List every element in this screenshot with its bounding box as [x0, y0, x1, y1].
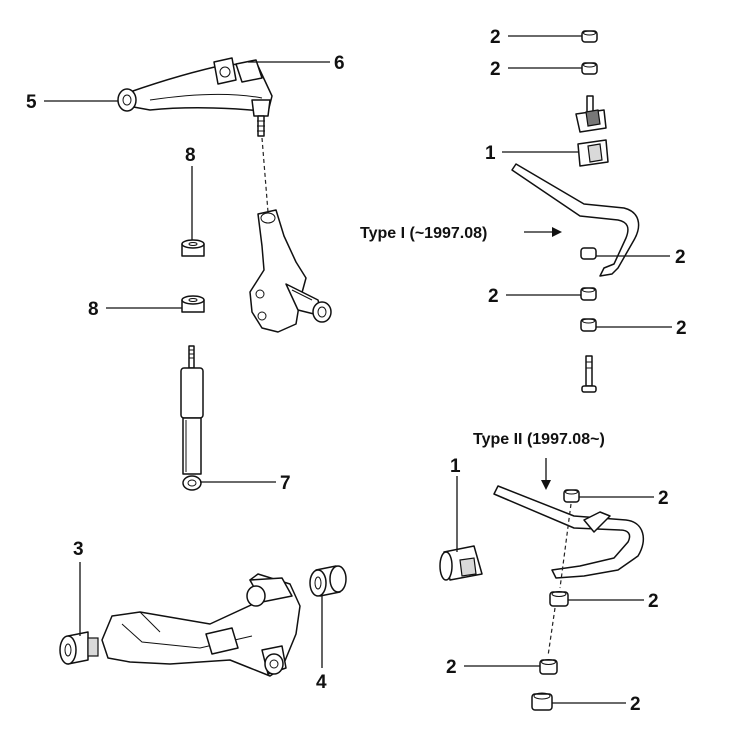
callout-t2-link-bushing-c: 2: [446, 657, 457, 678]
strut-bushing-upper: [181, 239, 205, 257]
callout-t1-link-bushing-b: 2: [488, 286, 499, 307]
t2-stabilizer-bar: [493, 485, 645, 579]
t1-stabilizer-bar: [511, 163, 640, 277]
t2-link-bushing-c: [539, 659, 558, 675]
callout-shock-absorber: 7: [280, 473, 291, 494]
t2-link-bushing-d: [531, 692, 553, 711]
callout-t2-stabilizer-bushing: 1: [450, 456, 461, 477]
t2-guide-line-upper: [559, 503, 572, 589]
callout-upper-arm-bushing: 5: [26, 92, 37, 113]
callout-t2-link-bushing-d: 2: [630, 694, 641, 715]
t2-link-bushing-b: [549, 591, 569, 607]
callout-lower-bushing-rear: 4: [316, 672, 327, 693]
t1-link-bushing-b: [580, 287, 597, 301]
steering-knuckle: [249, 209, 332, 333]
t1-stabilizer-bushing: [577, 139, 609, 167]
strut-bushing-lower: [181, 295, 205, 313]
t1-top-bushing-b: [581, 62, 598, 75]
lower-arm-bushing-front: [59, 631, 99, 665]
t2-stabilizer-bushing: [439, 545, 483, 581]
lower-arm-bushing-rear: [309, 565, 347, 597]
upper-control-arm: [127, 57, 273, 137]
caption-type-1: Type I (~1997.08): [360, 225, 487, 242]
t1-link-bolt: [581, 355, 597, 393]
t1-top-bushing-a: [581, 30, 598, 43]
t1-bracket: [575, 95, 607, 133]
caption-type-2: Type II (1997.08~): [473, 431, 605, 448]
callout-t1-stabilizer-bushing: 1: [485, 143, 496, 164]
t2-link-bushing-a: [563, 489, 580, 503]
callout-t2-link-bushing-b: 2: [648, 591, 659, 612]
callout-lower-bushing-front: 3: [73, 539, 84, 560]
ball-joint-guide-line: [261, 137, 269, 213]
t1-link-bushing-c: [580, 318, 597, 332]
shock-absorber: [180, 345, 204, 491]
type-1-arrow: [524, 227, 562, 237]
t2-guide-line-lower: [547, 607, 556, 657]
callout-t1-link-bushing-a: 2: [675, 247, 686, 268]
lower-control-arm: [101, 573, 301, 677]
callout-t1-bushing-a: 2: [490, 27, 501, 48]
callout-upper-arm: 6: [334, 53, 345, 74]
callout-strut-bushing-lower: 8: [88, 299, 99, 320]
callout-t1-bushing-b: 2: [490, 59, 501, 80]
type-2-arrow: [541, 458, 551, 490]
callout-t1-link-bushing-c: 2: [676, 318, 687, 339]
callout-strut-bushing-upper: 8: [185, 145, 196, 166]
callout-t2-link-bushing-a: 2: [658, 488, 669, 509]
upper-arm-bushing: [117, 88, 137, 112]
t1-link-bushing-a: [580, 247, 597, 260]
